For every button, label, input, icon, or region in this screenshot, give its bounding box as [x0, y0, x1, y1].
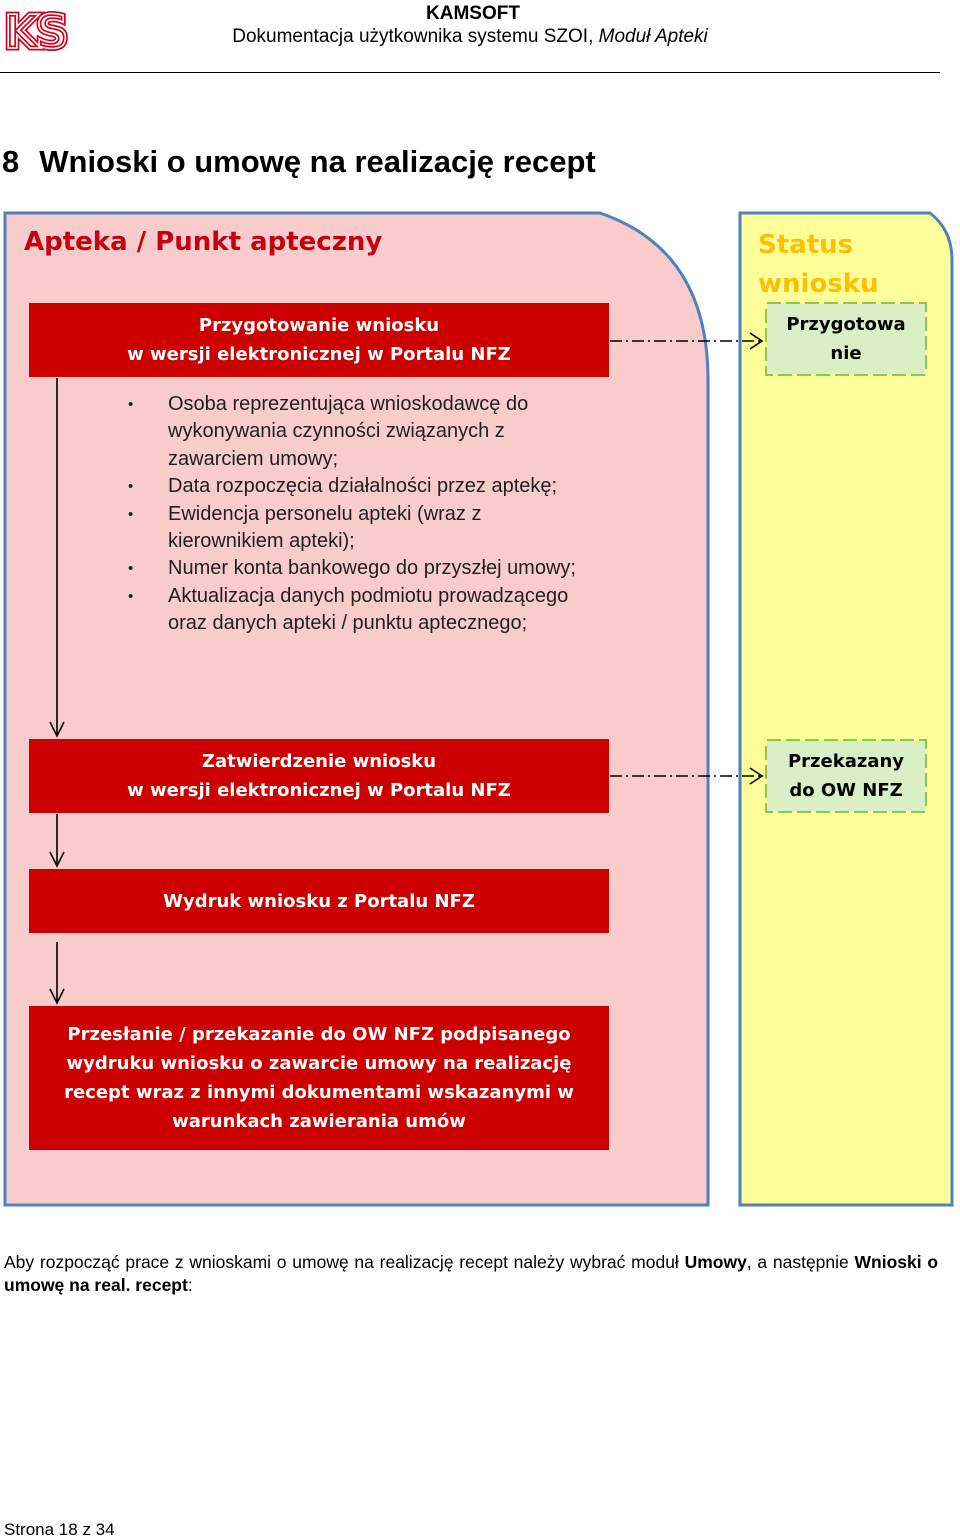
step-line: Zatwierdzenie wniosku	[201, 751, 437, 772]
list-item-line: Osoba reprezentująca wnioskodawcę do	[168, 393, 529, 415]
connector-arrows	[49, 332, 764, 1005]
step-line: wydruku wniosku o zawarcie umowy na real…	[66, 1053, 572, 1074]
list-item: Numer konta bankowego do przyszłej umowy…	[128, 555, 688, 583]
step-print-box: Wydruk wniosku z Portalu NFZ	[29, 869, 609, 933]
module-name: Umowy	[684, 1252, 747, 1272]
kamsoft-logo-icon: KS KS	[2, 3, 80, 58]
status-line: do OW NFZ	[789, 780, 903, 801]
list-item: Osoba reprezentująca wnioskodawcę do wyk…	[128, 391, 688, 473]
required-data-list: Osoba reprezentująca wnioskodawcę do wyk…	[128, 391, 688, 638]
left-panel-title: Apteka / Punkt apteczny	[24, 227, 383, 257]
section-title: Wnioski o umowę na realizację recept	[39, 144, 596, 179]
step-line: w wersji elektronicznej w Portalu NFZ	[127, 344, 511, 365]
list-item-line: oraz danych apteki / punktu aptecznego;	[168, 612, 528, 635]
list-item: Aktualizacja danych podmiotu prowadząceg…	[128, 583, 688, 638]
instruction-paragraph: Aby rozpocząć prace z wnioskami o umowę …	[4, 1251, 938, 1297]
list-item-line: Ewidencja personelu apteki (wraz z	[168, 502, 482, 525]
step-prepare-box: Przygotowanie wniosku w wersji elektroni…	[29, 303, 609, 377]
svg-text:KS: KS	[4, 5, 66, 58]
status-transferred-box: Przekazany do OW NFZ	[767, 741, 925, 811]
status-line: Przekazany	[787, 751, 905, 772]
status-prepared-box: Przygotowa nie	[767, 304, 925, 374]
step-line: warunkach zawierania umów	[172, 1111, 466, 1132]
page-number: Strona 18 z 34	[4, 1520, 115, 1539]
section-number: 8	[2, 144, 20, 179]
step-send-box: Przesłanie / przekazanie do OW NFZ podpi…	[29, 1006, 609, 1150]
list-item-line: Aktualizacja danych podmiotu prowadząceg…	[168, 584, 569, 607]
list-item-line: Numer konta bankowego do przyszłej umowy…	[168, 557, 576, 580]
step-line: recept wraz z innymi dokumentami wskazan…	[64, 1082, 574, 1103]
step-approve-box: Zatwierdzenie wniosku w wersji elektroni…	[29, 739, 609, 813]
right-panel-title: Status wniosku	[758, 226, 938, 304]
status-line: nie	[830, 343, 862, 364]
paragraph-text: , a następnie	[746, 1252, 855, 1272]
list-item-line: kierownikiem apteki);	[168, 530, 355, 553]
list-item: Ewidencja personelu apteki (wraz z kiero…	[128, 501, 688, 556]
header-doc-module: Moduł Apteki	[598, 26, 708, 47]
step-line: w wersji elektronicznej w Portalu NFZ	[127, 780, 511, 801]
paragraph-text: :	[187, 1275, 193, 1295]
step-line: Wydruk wniosku z Portalu NFZ	[163, 890, 475, 912]
right-panel-title-line2: wniosku	[758, 269, 879, 299]
list-item-line: zawarciem umowy;	[168, 447, 339, 470]
right-panel-title-line1: Status	[758, 230, 854, 260]
header-divider	[0, 72, 940, 73]
header-document-title: Dokumentacja użytkownika systemu SZOI, M…	[190, 26, 750, 48]
header-company: KAMSOFT	[426, 3, 520, 24]
right-panel	[738, 211, 954, 1207]
paragraph-text: Aby rozpocząć prace z wnioskami o umowę …	[4, 1252, 685, 1272]
list-item-line: wykonywania czynności związanych z	[168, 420, 505, 443]
submenu-name: Wnioski o umowę na real. recept	[4, 1252, 939, 1295]
svg-text:KS: KS	[4, 5, 66, 58]
status-line: Przygotowa	[786, 314, 906, 335]
step-line: Przygotowanie wniosku	[198, 315, 440, 336]
header-doc-title-text: Dokumentacja użytkownika systemu SZOI,	[232, 26, 599, 47]
step-line: Przesłanie / przekazanie do OW NFZ podpi…	[67, 1024, 571, 1045]
list-item: Data rozpoczęcia działalności przez apte…	[128, 473, 688, 501]
list-item-line: Data rozpoczęcia działalności przez apte…	[168, 475, 558, 498]
section-heading: 8 Wnioski o umowę na realizację recept	[2, 144, 596, 180]
